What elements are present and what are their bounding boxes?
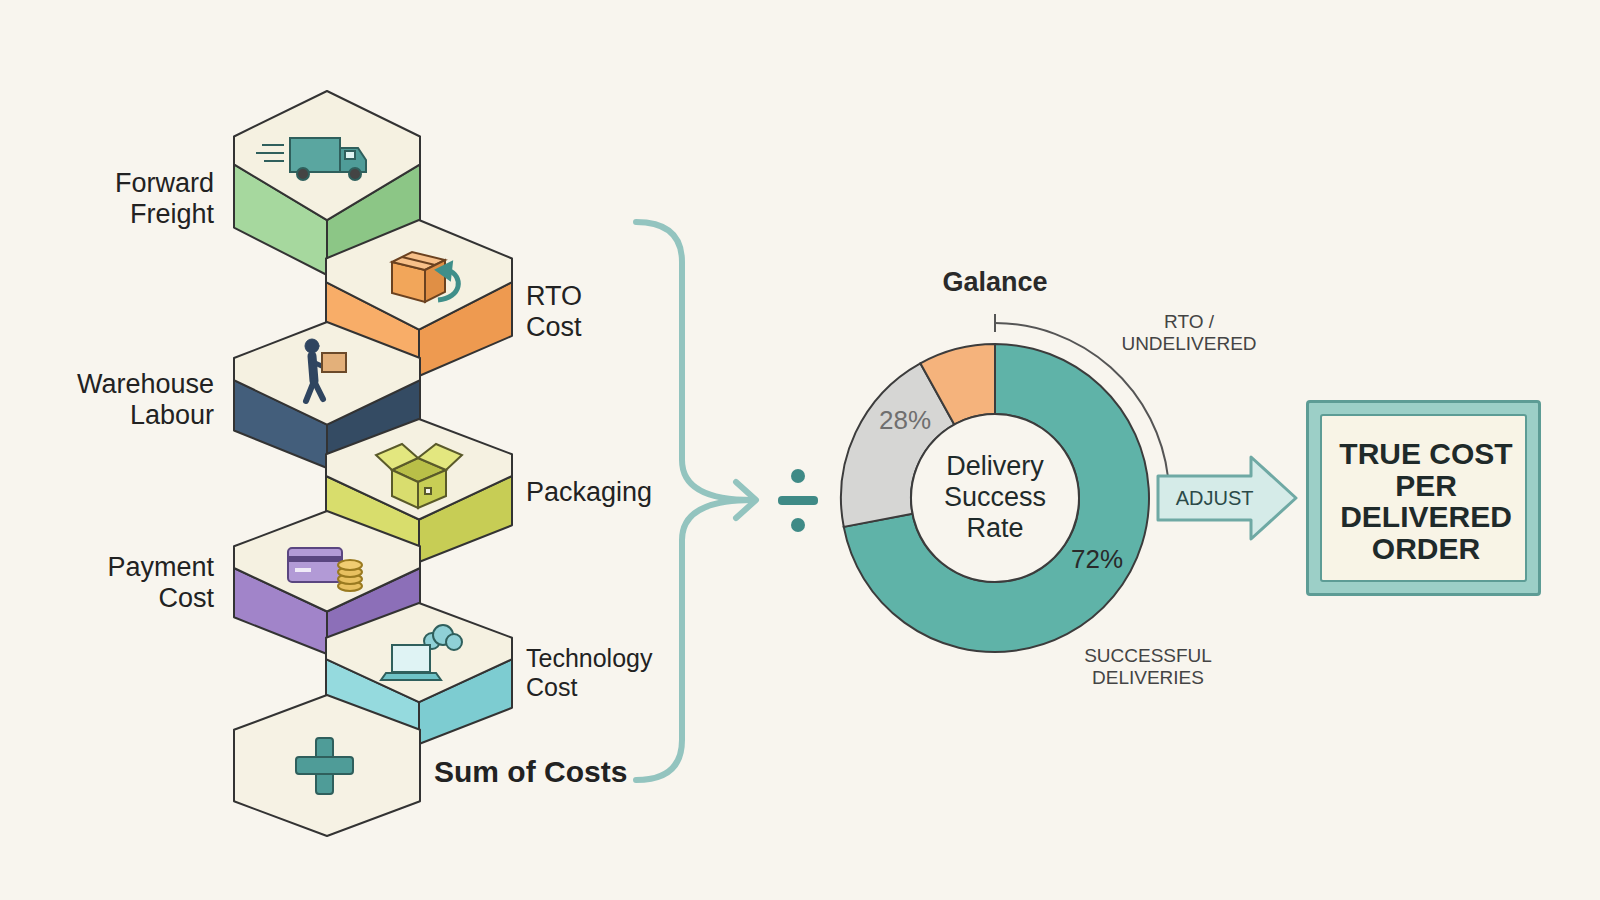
cube-top: [234, 91, 420, 220]
cost-label: Forward Freight: [64, 168, 214, 230]
divide-dot: [791, 469, 805, 483]
segment-label: RTO / UNDELIVERED: [1109, 311, 1269, 355]
edge-label: ADJUST: [1155, 487, 1275, 510]
hexagon: [234, 695, 420, 836]
donut-segment: [920, 344, 995, 425]
cube-top: [234, 511, 420, 612]
cost-label: Technology Cost: [526, 644, 696, 702]
segment-label: SUCCESSFUL DELIVERIES: [1073, 645, 1223, 689]
percent-label: 72%: [1057, 545, 1137, 575]
cube-top: [234, 322, 420, 425]
merge-bracket: [636, 222, 752, 780]
laptop-cloud-icon: [381, 625, 462, 680]
worker-icon: [305, 339, 346, 401]
result-box: TRUE COST PER DELIVERED ORDER: [1306, 400, 1541, 596]
donut-chart: Delivery Success Rate: [840, 343, 1150, 653]
donut-hole: [911, 414, 1079, 582]
sum-hexagon: Sum of Costs: [233, 694, 421, 837]
truck-icon: [256, 138, 366, 180]
bracket-arrowhead: [736, 482, 756, 518]
percent-label: 28%: [865, 406, 945, 436]
chart-center-label: Delivery Success Rate: [920, 451, 1070, 544]
open-box-icon: [376, 444, 462, 508]
cost-label: Warehouse Labour: [44, 369, 214, 431]
divide-bar: [778, 496, 818, 505]
hex-outline: [233, 694, 421, 837]
cost-label: RTO Cost: [526, 281, 616, 343]
plus-icon: [296, 738, 353, 794]
cube-top: [326, 419, 512, 520]
result-title: TRUE COST PER DELIVERED ORDER: [1321, 438, 1531, 564]
cube-top: [326, 603, 512, 702]
divide-dot: [791, 518, 805, 532]
cube-top: [326, 220, 512, 330]
return-box-icon: [392, 252, 458, 302]
chart-title: Galance: [895, 267, 1095, 298]
leader-tick: [994, 314, 996, 332]
payment-icon: [288, 548, 362, 591]
cost-label: Packaging: [526, 477, 696, 508]
cost-label: Sum of Costs: [434, 755, 694, 790]
cost-label: Payment Cost: [64, 552, 214, 614]
